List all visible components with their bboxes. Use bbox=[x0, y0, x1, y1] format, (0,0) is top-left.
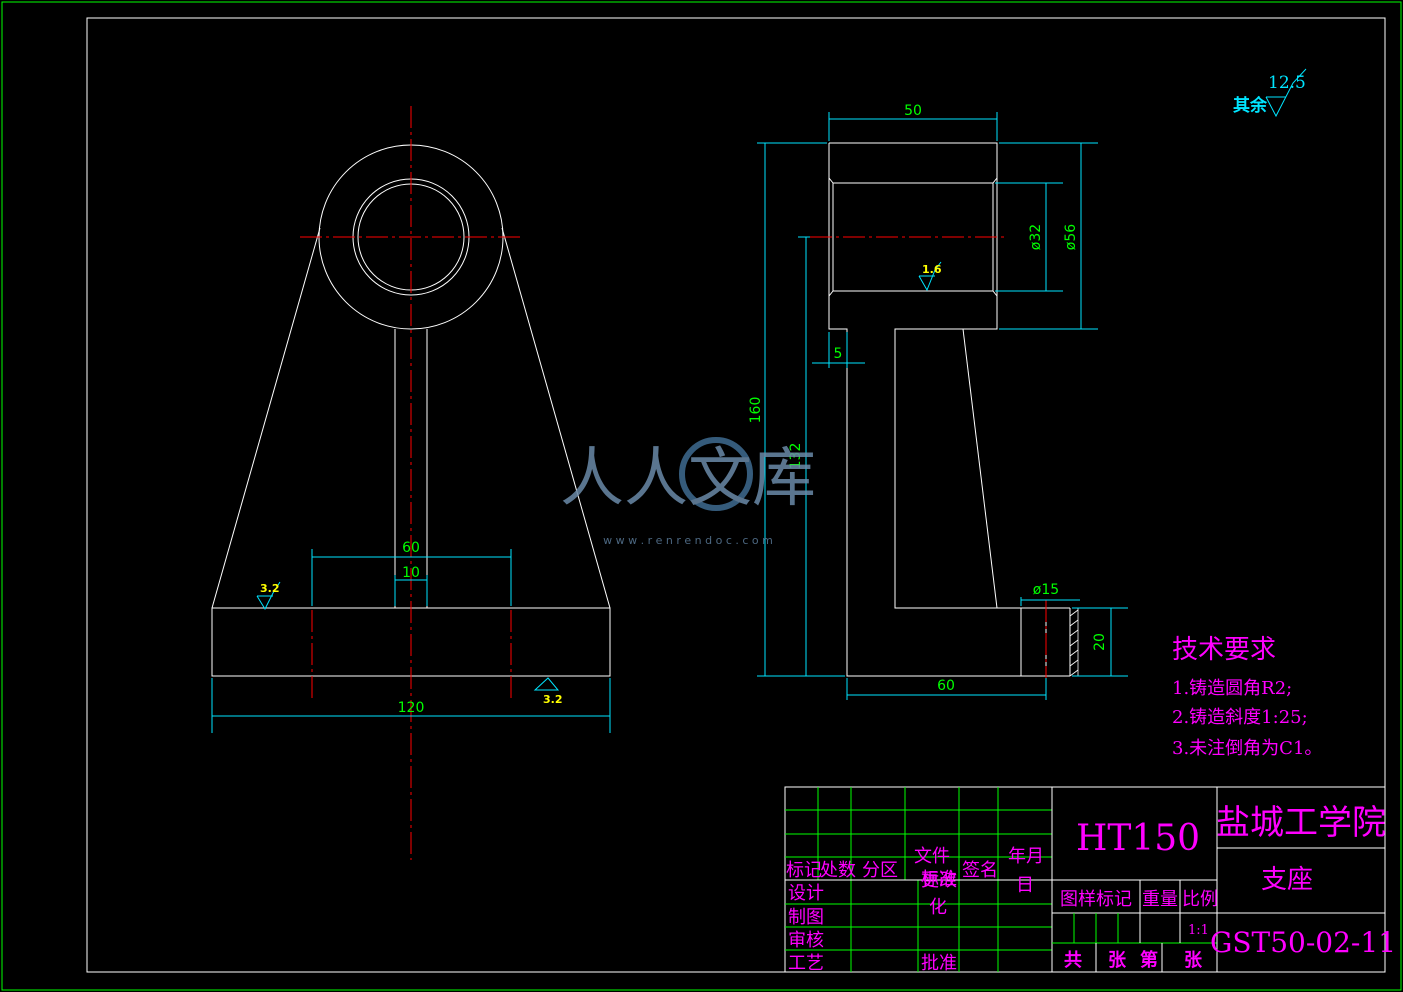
tb-biaozhun: 标准 bbox=[921, 869, 957, 890]
tb-biaoji: 标记 bbox=[786, 860, 822, 881]
tech-item-1: 1.铸造圆角R2; bbox=[1172, 678, 1292, 699]
tb-zhitu: 制图 bbox=[788, 907, 824, 928]
tb-zhang2: 张 bbox=[1184, 950, 1203, 971]
tech-item-2: 2.铸造斜度1:25; bbox=[1172, 707, 1308, 728]
dim-side-60: 60 bbox=[937, 678, 955, 694]
dim-front-10: 10 bbox=[402, 565, 420, 581]
tb-ratio: 比例 bbox=[1182, 889, 1218, 910]
tb-sheji: 设计 bbox=[788, 883, 824, 904]
dim-front-width: 120 bbox=[398, 700, 425, 716]
tb-hua: 化 bbox=[929, 897, 947, 918]
right-rib-edge bbox=[501, 227, 611, 609]
tb-gong: 共 bbox=[1064, 950, 1082, 971]
dim-side-5: 5 bbox=[834, 346, 843, 362]
roughness-label-2: 3.2 bbox=[543, 693, 563, 706]
tb-drawing-number: GST50-02-11 bbox=[1210, 926, 1396, 959]
draft-edge bbox=[962, 328, 998, 609]
tb-qianming: 签名 bbox=[962, 860, 998, 881]
watermark-url: w w w . r e n r e n d o c . c o m bbox=[603, 534, 773, 547]
roughness-rest-value: 12.5 bbox=[1268, 73, 1306, 93]
tb-ri: 日 bbox=[1016, 875, 1034, 896]
roughness-label-3: 1.6 bbox=[922, 263, 942, 276]
tb-material: HT150 bbox=[1076, 818, 1200, 859]
front-dimensions bbox=[211, 549, 611, 733]
side-dimensions bbox=[757, 68, 1307, 700]
side-centerlines bbox=[810, 236, 1047, 680]
watermark-logo-icon bbox=[679, 437, 753, 511]
tb-fenqu: 分区 bbox=[862, 860, 898, 881]
tech-item-3: 3.未注倒角为C1。 bbox=[1172, 738, 1322, 759]
dim-side-20: 20 bbox=[1092, 633, 1108, 651]
front-centerlines bbox=[300, 106, 522, 860]
watermark: 人人文库 w w w . r e n r e n d o c . c o m bbox=[560, 437, 816, 547]
side-outline-left bbox=[828, 143, 1047, 677]
roughness-rest-label: 其余 bbox=[1233, 95, 1268, 116]
tb-genggai: 更改 bbox=[921, 870, 957, 891]
dim-side-d15: ø15 bbox=[1033, 582, 1059, 598]
side-hatch bbox=[1069, 608, 1079, 677]
tb-zhang: 张 bbox=[1108, 950, 1127, 971]
tb-gongyi: 工艺 bbox=[788, 953, 824, 974]
tb-weight: 重量 bbox=[1142, 889, 1178, 910]
dim-side-50: 50 bbox=[904, 103, 922, 119]
dim-side-132: 132 bbox=[788, 443, 804, 470]
tb-di: 第 bbox=[1140, 949, 1158, 971]
dim-front-60: 60 bbox=[402, 540, 420, 556]
tb-chushu: 处数 bbox=[820, 860, 856, 881]
tech-title: 技术要求 bbox=[1172, 635, 1276, 665]
tb-part-name: 支座 bbox=[1261, 865, 1313, 895]
tb-school: 盐城工学院 bbox=[1216, 803, 1386, 843]
watermark-text: 人人文库 bbox=[560, 442, 816, 516]
roughness-symbol-3 bbox=[918, 261, 942, 292]
title-block-text: 标记 处数 分区 文件 更改 签名 年月 日 标准 化 设计 制图 审核 工艺 … bbox=[786, 803, 1396, 974]
side-outline-right bbox=[829, 142, 998, 609]
drawing-frame bbox=[86, 17, 1386, 973]
left-rib-edge bbox=[211, 227, 321, 609]
roughness-label-1: 3.2 bbox=[260, 582, 280, 595]
tb-pizhun: 批准 bbox=[921, 953, 957, 974]
dim-side-d32: ø32 bbox=[1028, 224, 1044, 250]
tb-shenhe: 审核 bbox=[788, 930, 824, 951]
tb-wenjian: 文件 bbox=[914, 846, 950, 867]
roughness-symbol-1 bbox=[256, 581, 281, 611]
roughness-symbol-rest bbox=[1265, 68, 1307, 118]
title-block bbox=[784, 786, 1386, 973]
roughness-symbol-2 bbox=[533, 677, 560, 691]
tb-nianyue: 年月 bbox=[1008, 846, 1044, 867]
tb-scale: 1:1 bbox=[1188, 923, 1209, 938]
dim-side-d56: ø56 bbox=[1063, 224, 1079, 250]
tb-sheet-mark: 图样标记 bbox=[1060, 889, 1132, 910]
dim-side-160: 160 bbox=[748, 397, 764, 424]
